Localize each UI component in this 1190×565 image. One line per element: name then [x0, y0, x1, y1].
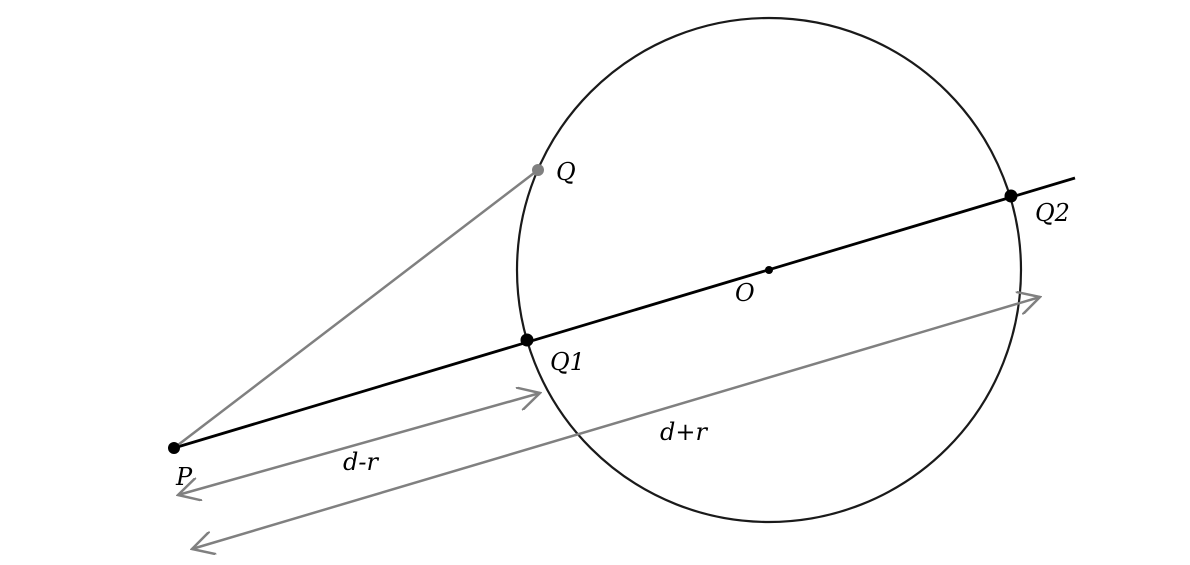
point-q: [532, 164, 544, 176]
segment-p-q: [173, 169, 539, 449]
point-o: [765, 266, 773, 274]
point-q2: [1004, 189, 1018, 203]
arrow-d-plus-r: [192, 297, 1040, 549]
point-p: [168, 442, 180, 454]
label-q1: Q1: [550, 348, 585, 376]
label-d-plus-r: d+r: [660, 418, 708, 446]
label-p: P: [175, 463, 193, 491]
arrow-d-minus-r: [178, 393, 540, 495]
label-q2: Q2: [1035, 199, 1070, 227]
label-q: Q: [556, 158, 576, 186]
point-q1: [520, 333, 534, 347]
secant-line-p-q2: [173, 176, 1076, 450]
label-d-minus-r: d-r: [343, 448, 379, 476]
label-o: O: [735, 279, 755, 307]
